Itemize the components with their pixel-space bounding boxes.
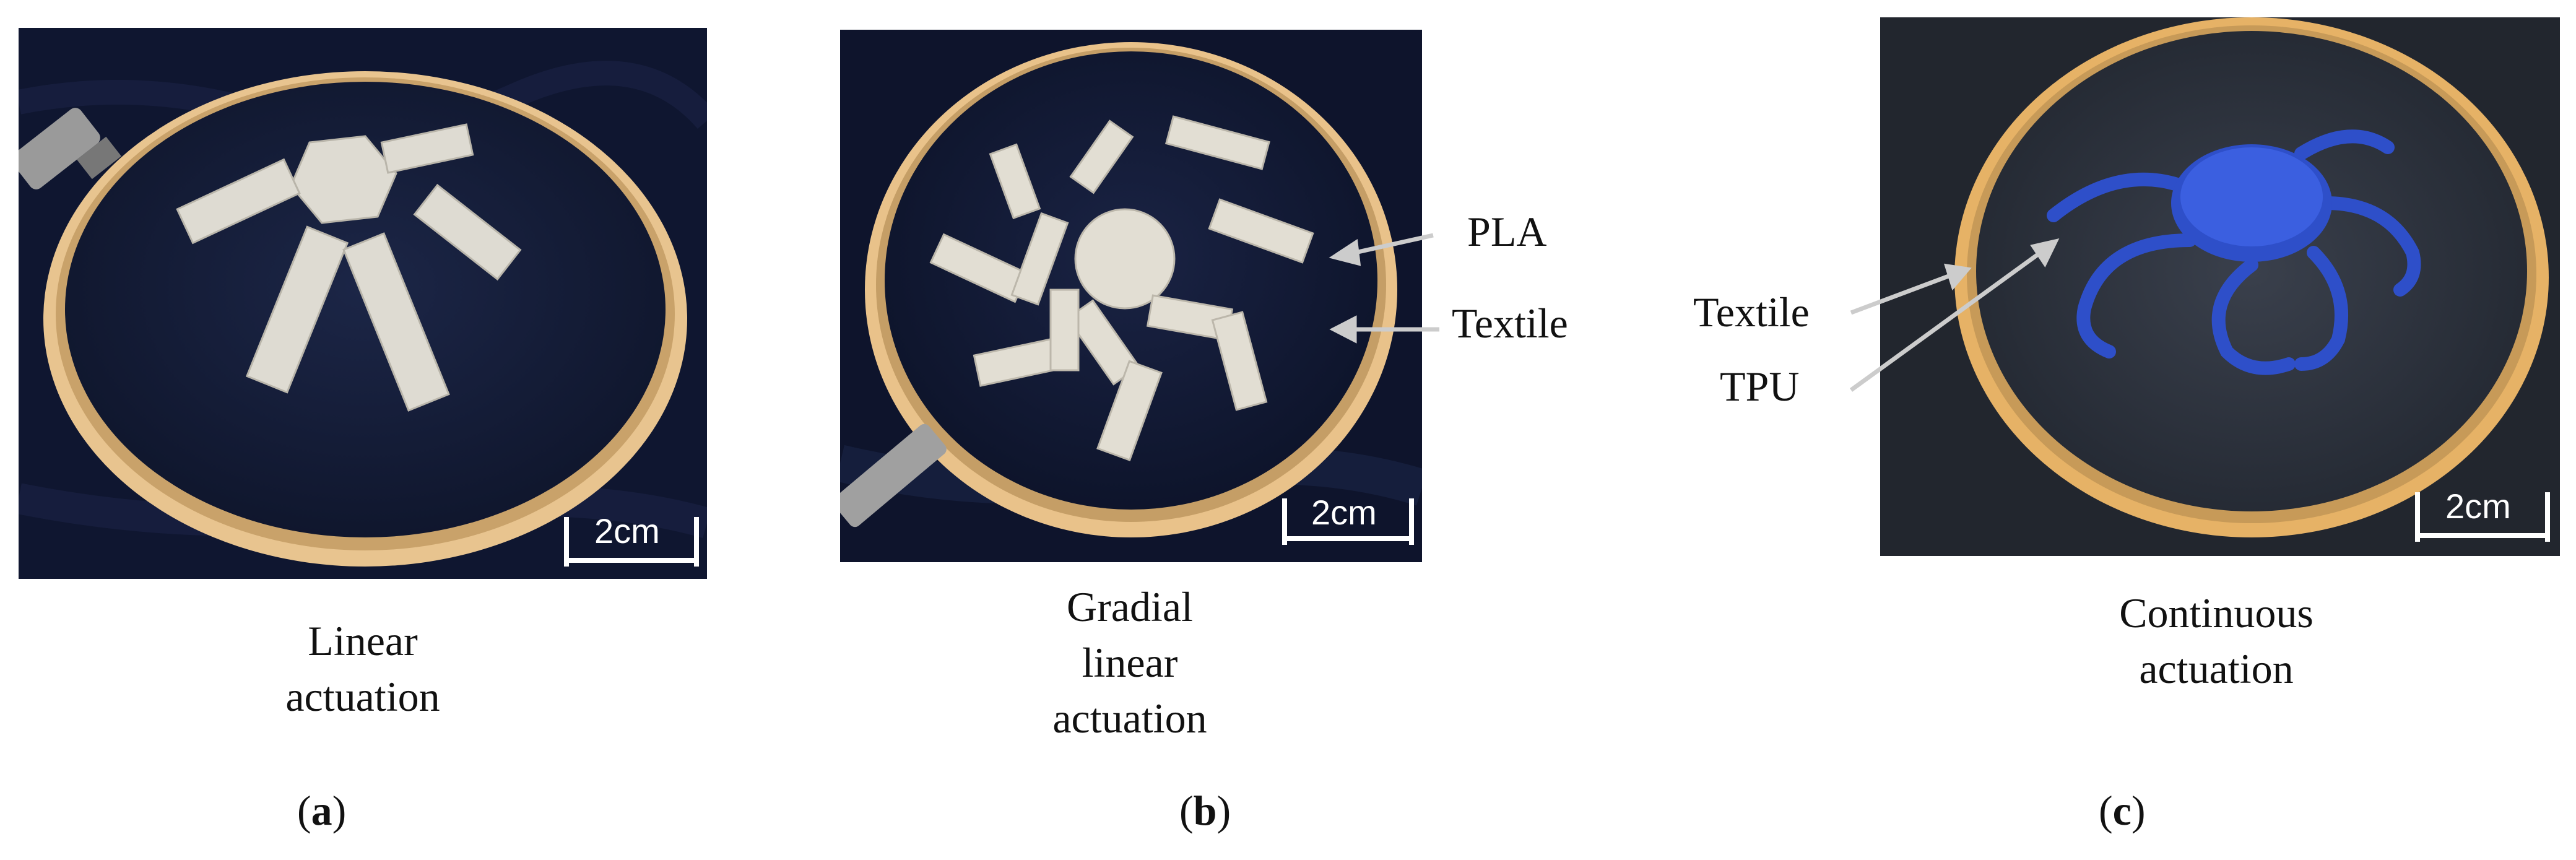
scale-bar-label-a: 2cm [594,511,660,550]
caption-b-line-1: Gradial [1067,583,1193,630]
scale-bar-label-b: 2cm [1311,493,1377,532]
callout-pla: PLA [1467,208,1547,255]
photo-c-drawing [1880,17,2560,556]
caption-c-line-2: actuation [2139,645,2294,692]
photo-gradial-linear-actuation [840,30,1422,562]
caption-c-line-1: Continuous [2119,589,2314,636]
caption-a-line-1: Linear [308,617,418,664]
subfigure-label-b: (b) [1179,787,1231,834]
callout-tpu: TPU [1720,363,1800,410]
caption-b-line-2: linear [1082,639,1178,686]
pla-pieces [176,123,522,412]
subfigure-label-a: (a) [297,787,347,834]
photo-continuous-actuation [1880,17,2560,556]
caption-b-line-3: actuation [1052,695,1207,742]
callout-textile-c: Textile [1693,289,1810,336]
caption-b: Gradial linear actuation [1006,579,1254,746]
photo-linear-actuation [19,28,707,579]
callout-textile-b: Textile [1452,300,1568,347]
photo-a-drawing [19,28,707,579]
tpu-print [2047,129,2421,375]
photo-b-drawing [840,30,1422,562]
caption-a: Linear actuation [239,613,487,724]
scale-bar-label-c: 2cm [2445,487,2511,526]
subfigure-label-c: (c) [2099,787,2146,834]
hoop-screw [840,423,947,528]
pla-pieces [929,115,1314,461]
caption-c: Continuous actuation [2031,585,2402,697]
hoop-screw [19,108,100,189]
caption-a-line-2: actuation [285,673,440,720]
